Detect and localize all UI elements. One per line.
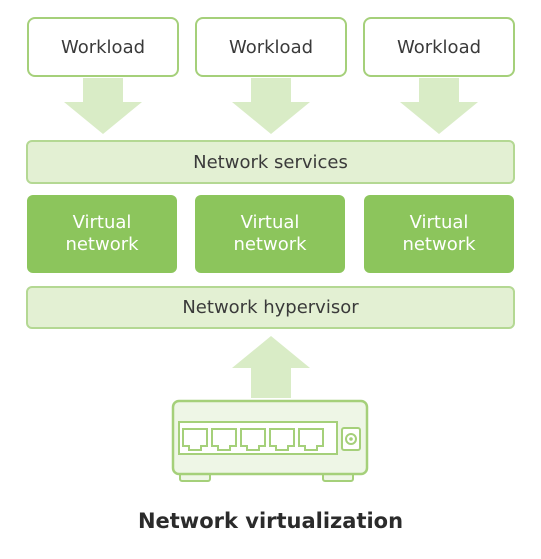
workload-box-3: Workload xyxy=(363,17,515,77)
down-arrow-icon xyxy=(64,78,142,134)
workload-label: Workload xyxy=(60,36,146,58)
workload-box-2: Workload xyxy=(195,17,347,77)
virtual-network-box-1: Virtual network xyxy=(27,195,177,273)
network-services-bar: Network services xyxy=(26,140,515,184)
up-arrow-icon xyxy=(232,336,310,398)
virtual-network-label: Virtual network xyxy=(402,212,476,255)
network-switch-icon xyxy=(171,399,369,482)
workload-label: Workload xyxy=(228,36,314,58)
virtual-network-box-3: Virtual network xyxy=(364,195,514,273)
network-hypervisor-label: Network hypervisor xyxy=(182,297,359,318)
network-hypervisor-bar: Network hypervisor xyxy=(26,286,515,329)
workload-label: Workload xyxy=(396,36,482,58)
down-arrow-icon xyxy=(232,78,310,134)
virtual-network-label: Virtual network xyxy=(65,212,139,255)
virtual-network-box-2: Virtual network xyxy=(195,195,345,273)
network-services-label: Network services xyxy=(193,151,348,173)
virtual-network-label: Virtual network xyxy=(233,212,307,255)
diagram-caption: Network virtualization xyxy=(137,509,404,533)
down-arrow-icon xyxy=(400,78,478,134)
workload-box-1: Workload xyxy=(27,17,179,77)
